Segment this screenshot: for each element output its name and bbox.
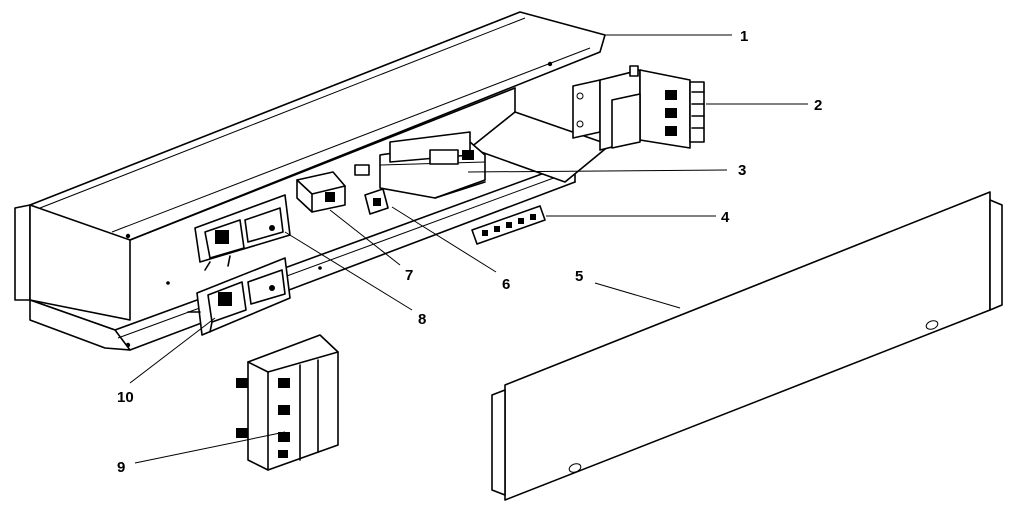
callout-1: 1 <box>740 28 748 45</box>
part-housing <box>14 11 611 351</box>
callout-10: 10 <box>117 389 134 406</box>
callout-2: 2 <box>814 97 822 114</box>
part-relay <box>572 65 705 151</box>
callout-labels: 1 2 3 4 5 6 7 8 9 10 <box>117 28 822 476</box>
leader-lines <box>129 34 808 464</box>
part-control-module <box>236 334 339 471</box>
leader-9 <box>134 431 286 464</box>
part-cover-panel <box>491 191 1003 501</box>
callout-8: 8 <box>418 311 426 328</box>
leader-10 <box>129 317 216 384</box>
callout-6: 6 <box>502 276 510 293</box>
part-capacitor-box <box>296 171 346 213</box>
callout-9: 9 <box>117 459 125 476</box>
part-small-switch <box>364 188 389 215</box>
leader-7 <box>329 209 401 266</box>
callout-4: 4 <box>721 209 730 226</box>
part-lower-control <box>187 257 291 336</box>
callout-3: 3 <box>738 162 746 179</box>
leader-6 <box>391 206 497 273</box>
part-upper-control <box>194 194 291 271</box>
leader-8 <box>284 231 413 311</box>
part-transformer <box>354 131 486 199</box>
leader-3 <box>467 169 728 173</box>
part-terminal-block <box>471 205 546 245</box>
callout-7: 7 <box>405 267 413 284</box>
callout-5: 5 <box>575 268 583 285</box>
leader-5 <box>594 282 681 309</box>
